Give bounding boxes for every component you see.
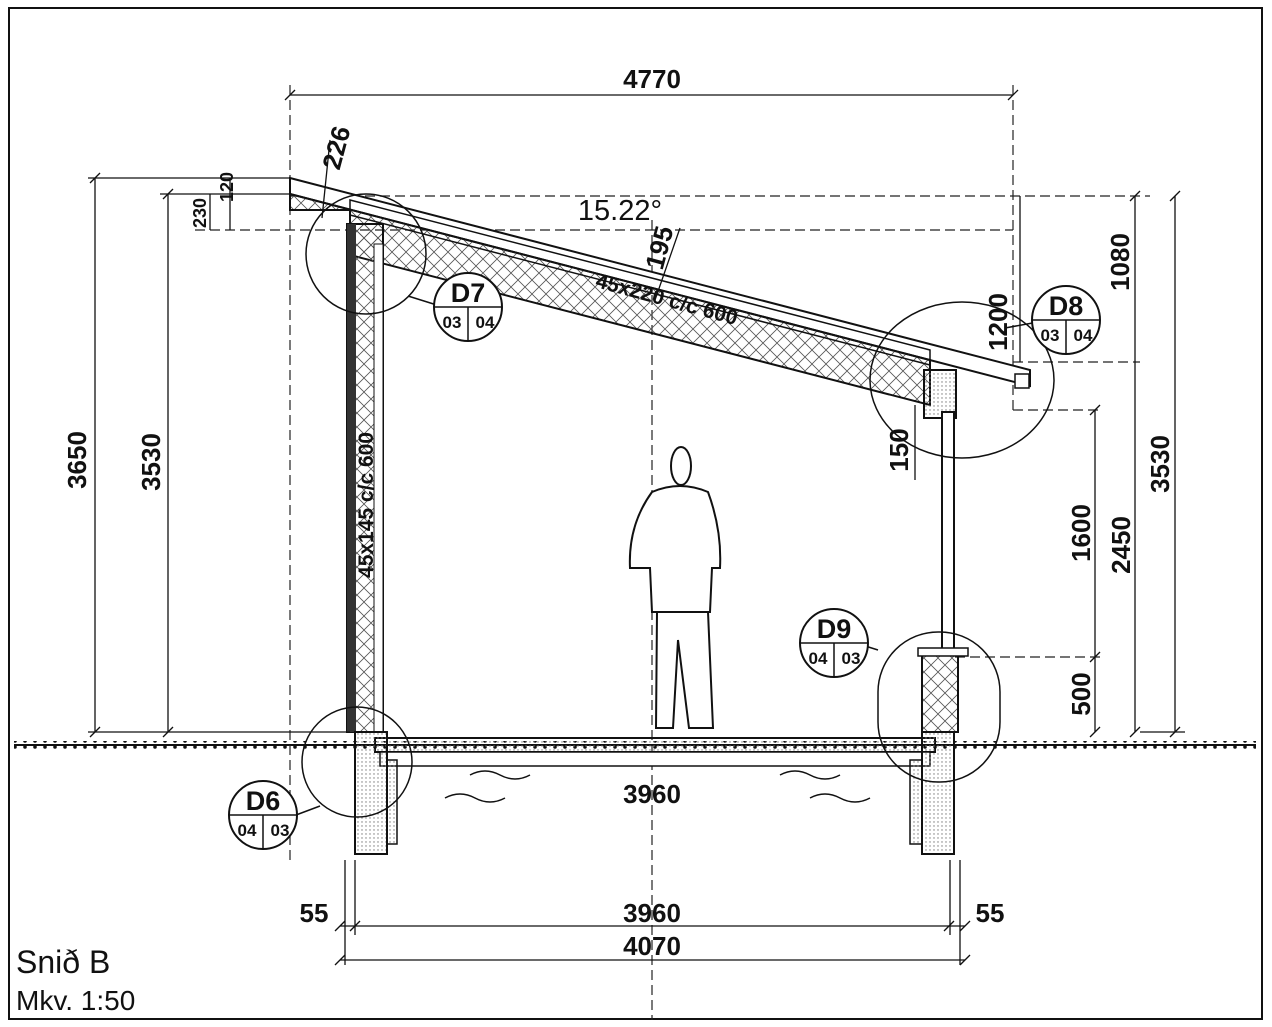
dim-bottom-55-right: 55 xyxy=(976,898,1005,928)
dim-1600: 1600 xyxy=(1066,504,1096,562)
dimension-lines xyxy=(88,89,1185,966)
detail-tag-d6-id: D6 xyxy=(246,786,281,816)
dim-230: 230 xyxy=(190,198,210,228)
dim-eave-226: 226 xyxy=(316,123,356,173)
reference-lines xyxy=(195,85,1150,1020)
dim-overall-top: 4770 xyxy=(623,64,681,94)
dim-bottom-3960: 3960 xyxy=(623,898,681,928)
detail-tag-d6-sheet-a: 04 xyxy=(238,821,257,840)
dim-right-3530: 3530 xyxy=(1145,435,1175,493)
detail-tag-d8-sheet-a: 03 xyxy=(1041,326,1060,345)
detail-tag-d6-sheet-b: 03 xyxy=(271,821,290,840)
detail-tag-d8-sheet-b: 04 xyxy=(1074,326,1093,345)
dim-sill-500: 500 xyxy=(1066,672,1096,715)
dim-right-1080: 1080 xyxy=(1105,233,1135,291)
detail-tag-d9[interactable]: D9 04 03 xyxy=(799,608,869,678)
detail-tag-d8-id: D8 xyxy=(1049,291,1084,321)
human-figure xyxy=(628,446,722,729)
dim-bottom-4070: 4070 xyxy=(623,931,681,961)
detail-tag-d7-sheet-a: 03 xyxy=(443,313,462,332)
dim-left-3650: 3650 xyxy=(62,431,92,489)
dim-bottom-55-left: 55 xyxy=(300,898,329,928)
roof-assembly xyxy=(289,176,1031,419)
detail-tag-d9-id: D9 xyxy=(817,614,852,644)
scale-label: Mkv. 1:50 xyxy=(16,985,135,1016)
right-wall xyxy=(917,411,969,733)
dim-left-3530: 3530 xyxy=(136,433,166,491)
section-title: Snið B xyxy=(16,944,110,980)
dim-header-150: 150 xyxy=(884,428,914,471)
stud-label: 45x145 c/c 600 xyxy=(355,432,378,578)
detail-tag-d9-sheet-a: 04 xyxy=(809,649,828,668)
detail-tag-d7-sheet-b: 04 xyxy=(476,313,495,332)
dim-120: 120 xyxy=(217,172,237,202)
detail-tag-d6[interactable]: D6 04 03 xyxy=(228,780,298,850)
roof-angle-label: 15.22° xyxy=(578,195,662,227)
dim-1200: 1200 xyxy=(983,293,1013,351)
dim-floor-3960: 3960 xyxy=(623,779,681,809)
left-wall xyxy=(346,223,384,733)
detail-callout-outlines xyxy=(295,193,1055,818)
floor-slab xyxy=(354,731,955,855)
drawing-frame xyxy=(8,7,1263,1020)
detail-tag-d8[interactable]: D8 03 04 xyxy=(1031,285,1101,355)
detail-tag-d7-id: D7 xyxy=(451,278,486,308)
detail-tag-d7[interactable]: D7 03 04 xyxy=(433,272,503,342)
dim-2450: 2450 xyxy=(1106,516,1136,574)
detail-tag-d9-sheet-b: 03 xyxy=(842,649,861,668)
